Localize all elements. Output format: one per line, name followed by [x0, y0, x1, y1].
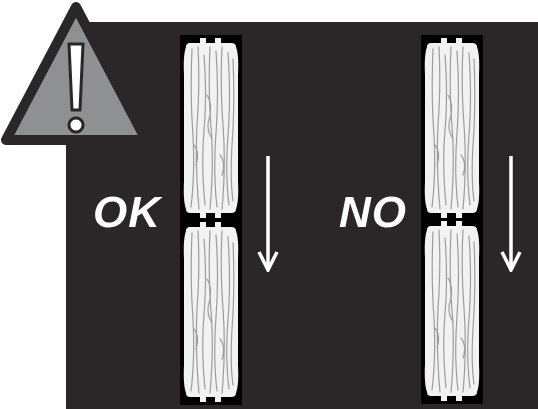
ok-label: OK: [93, 188, 161, 238]
wood-block-icon: [180, 219, 242, 405]
wood-block-icon: [421, 218, 483, 404]
no-label: NO: [339, 188, 407, 238]
wood-block-icon: [180, 35, 242, 221]
arrow-down-icon: [500, 156, 522, 272]
arrow-down-icon: [257, 156, 279, 272]
wood-block-icon: [421, 35, 483, 221]
warning-triangle-icon: [0, 0, 152, 146]
